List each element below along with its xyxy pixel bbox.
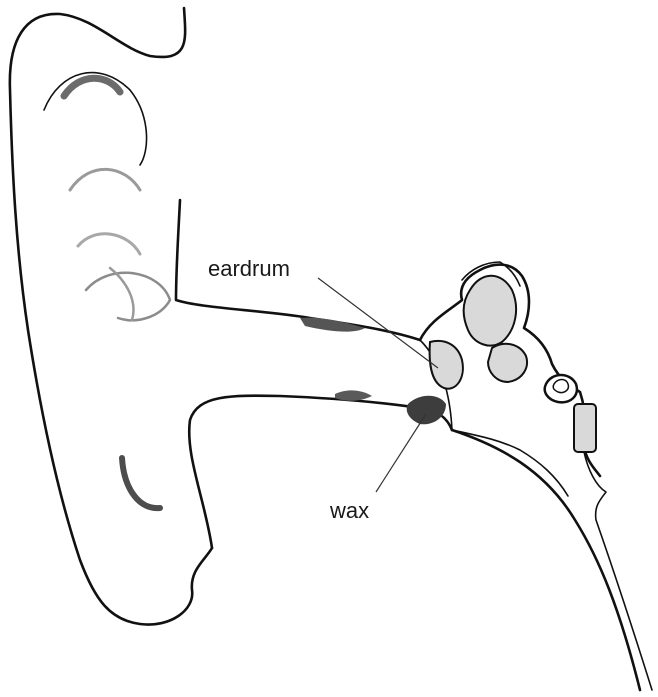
concha-curve <box>86 273 170 321</box>
tragus-curve <box>110 268 133 320</box>
eustachian-tube-segment <box>574 404 596 452</box>
eardrum-label: eardrum <box>208 256 290 281</box>
ossicle-incus <box>464 276 516 346</box>
cartilage-curve-middle <box>78 234 140 254</box>
ossicle-stapes <box>488 344 527 382</box>
round-window-inner <box>553 380 568 393</box>
lobe-curve <box>122 458 160 508</box>
wax-lower-left <box>335 390 372 400</box>
pinna-outline <box>10 8 212 625</box>
antihelix-crus <box>64 78 120 96</box>
cartilage-curve-upper <box>70 169 140 190</box>
wax-leader-line <box>376 414 426 492</box>
helix-fold <box>44 73 147 165</box>
wax-label: wax <box>329 498 369 523</box>
wax-lower-right <box>407 396 446 425</box>
eustachian-tube-inner <box>584 452 652 690</box>
